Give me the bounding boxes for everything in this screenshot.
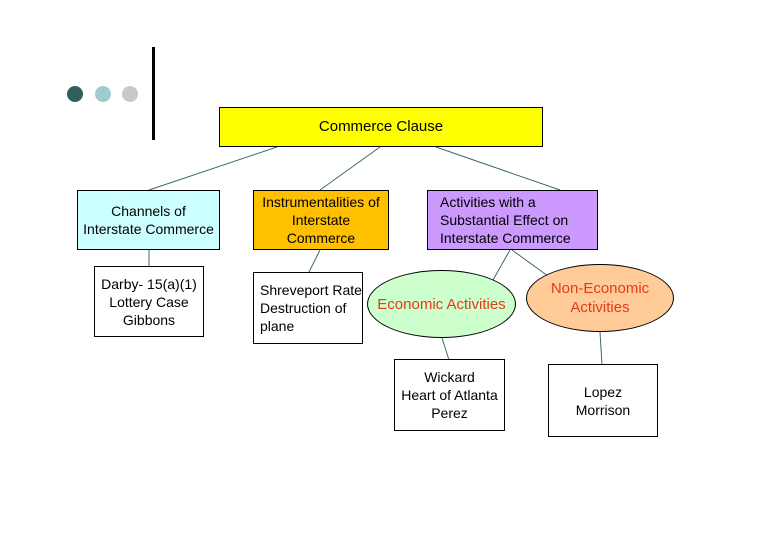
channels-cases-node: Darby- 15(a)(1) Lottery Case Gibbons (94, 266, 204, 337)
decorative-dot-teal (95, 86, 111, 102)
non-economic-cases-node: Lopez Morrison (548, 364, 658, 437)
connector-noneconomic-cases (599, 331, 603, 366)
decorative-dot-gray (122, 86, 138, 102)
economic-activities-node: Economic Activities (367, 270, 516, 338)
instrumentalities-node: Instrumentalities of Interstate Commerce (253, 190, 389, 250)
channels-node: Channels of Interstate Commerce (77, 190, 220, 250)
connector-root-channels (148, 146, 278, 191)
connector-activities-economic (492, 249, 511, 281)
instrumentalities-cases-node: Shreveport Rate Destruction of plane (253, 272, 363, 344)
decorative-dot-dark (67, 86, 83, 102)
connector-instrumentalities-cases (308, 249, 321, 273)
connector-economic-cases (441, 337, 450, 361)
connector-activities-noneconomic (511, 249, 549, 277)
connector-root-instrumentalities (319, 146, 381, 191)
connector-root-activities (435, 146, 561, 191)
decorative-vertical-bar (152, 47, 155, 140)
commerce-clause-node: Commerce Clause (219, 107, 543, 147)
economic-cases-node: Wickard Heart of Atlanta Perez (394, 359, 505, 431)
activities-node: Activities with a Substantial Effect on … (427, 190, 598, 250)
non-economic-activities-node: Non-Economic Activities (526, 264, 674, 332)
